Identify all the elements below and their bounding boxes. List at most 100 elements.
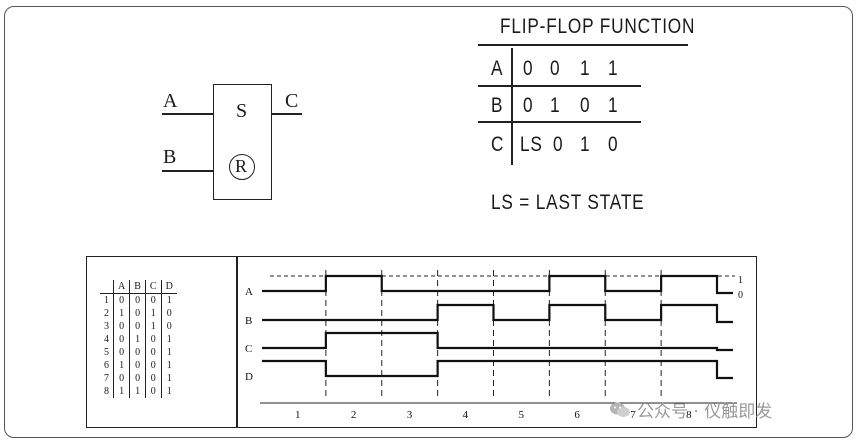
truth-table-cell: 0 [144,372,162,385]
truth-table-cell: 1 [112,307,130,320]
truth-table-cell: 0 [112,346,130,359]
function-table-row-rule-2 [478,121,641,123]
interval-number-label: 7 [630,409,636,421]
truth-table-cell: 0 [144,385,162,398]
truth-table-cell: 0 [112,320,130,333]
function-cell: 0 [523,94,534,117]
signal-label: B [245,315,252,327]
figure-frame [4,6,853,438]
truth-table-cell: 1 [112,359,130,372]
interval-number-label: 3 [407,409,413,421]
truth-table-cell: 0 [129,307,146,320]
truth-table-cell: 0 [160,307,177,320]
function-row-label-a: A [491,57,504,80]
watermark-text: 公众号 · 仪触即发 [637,402,773,422]
truth-table-cell: 5 [104,347,109,358]
function-cell: LS [520,133,543,156]
truth-table-header [100,280,114,294]
truth-table-cell: 0 [144,333,162,346]
signal-trace-b [262,303,733,324]
signal-label: C [245,343,252,355]
truth-table-cell: 1 [129,385,146,398]
interval-number-label: 4 [463,409,469,421]
interval-number-label: 1 [295,409,301,421]
interval-number-label: 8 [686,409,692,421]
gate-input-a-label: A [163,90,178,112]
function-cell: 0 [580,94,591,117]
truth-table-cell: 1 [160,293,177,307]
function-cell: 0 [523,57,534,80]
last-state-note: LS = LAST STATE [491,191,645,214]
flip-flop-gate [213,84,272,200]
function-table-title: FLIP-FLOP FUNCTION [500,15,696,38]
truth-table-cell: 0 [129,293,146,307]
truth-table-cell: 0 [129,372,146,385]
truth-table-cell: 1 [112,385,130,398]
truth-table-cell: 7 [104,373,109,384]
truth-table-cell: 0 [144,346,162,359]
timing-panel [86,256,757,428]
level-low-label: 0 [738,290,743,301]
timing-panel-divider [236,256,238,428]
function-table-row-rule-1 [478,85,641,87]
truth-table-header: B [129,280,146,294]
truth-table-header: D [160,280,177,294]
function-cell: 1 [550,94,561,117]
truth-table-cell: 1 [160,333,177,346]
truth-table-cell: 0 [112,333,130,346]
function-cell: 1 [580,133,591,156]
truth-table-cell: 1 [160,359,177,372]
signal-trace-c [262,331,733,352]
function-cell: 0 [608,133,619,156]
interval-number-label: 2 [351,409,357,421]
gate-reset-label: R [235,156,248,176]
truth-table-cell: 0 [129,346,146,359]
gate-output-line [272,113,302,115]
function-row-label-c: C [491,133,505,156]
truth-table-header: A [112,280,130,294]
truth-table-cell: 0 [129,320,146,333]
truth-table-cell: 1 [104,295,109,306]
watermark: 公众号 · 仪触即发 [609,397,772,422]
level-high-label: 1 [738,275,743,286]
truth-table-cell: 0 [160,320,177,333]
function-cell: 0 [553,133,564,156]
gate-input-a-line [162,113,213,115]
function-table-label-divider [511,48,513,165]
wechat-icon [610,402,630,417]
truth-table-cell: 6 [104,360,109,371]
truth-table-cell: 0 [144,293,162,307]
truth-table-cell: 4 [104,334,109,345]
truth-table-cell: 1 [129,333,146,346]
function-cell: 1 [608,94,619,117]
interval-number-label: 6 [574,409,580,421]
truth-table-cell: 8 [104,386,109,397]
truth-table-cell: 1 [160,372,177,385]
truth-table-cell: 0 [112,372,130,385]
gate-input-b-label: B [163,146,177,168]
truth-table-cell: 0 [144,359,162,372]
gate-output-c-label: C [285,90,299,112]
signal-trace-d [262,359,733,380]
signal-label: A [245,286,253,298]
truth-table-cell: 1 [160,385,177,398]
gate-input-b-line [162,170,213,172]
truth-table-cell: 1 [144,320,162,333]
truth-table-cell: 0 [112,293,130,307]
function-table-title-rule [478,44,688,46]
function-cell: 1 [608,57,619,80]
truth-table-header: C [144,280,162,294]
truth-table-header-row: A B C D [100,280,177,294]
function-row-label-b: B [491,94,504,117]
truth-table-cell: 2 [104,308,109,319]
truth-table-cell: 1 [144,307,162,320]
